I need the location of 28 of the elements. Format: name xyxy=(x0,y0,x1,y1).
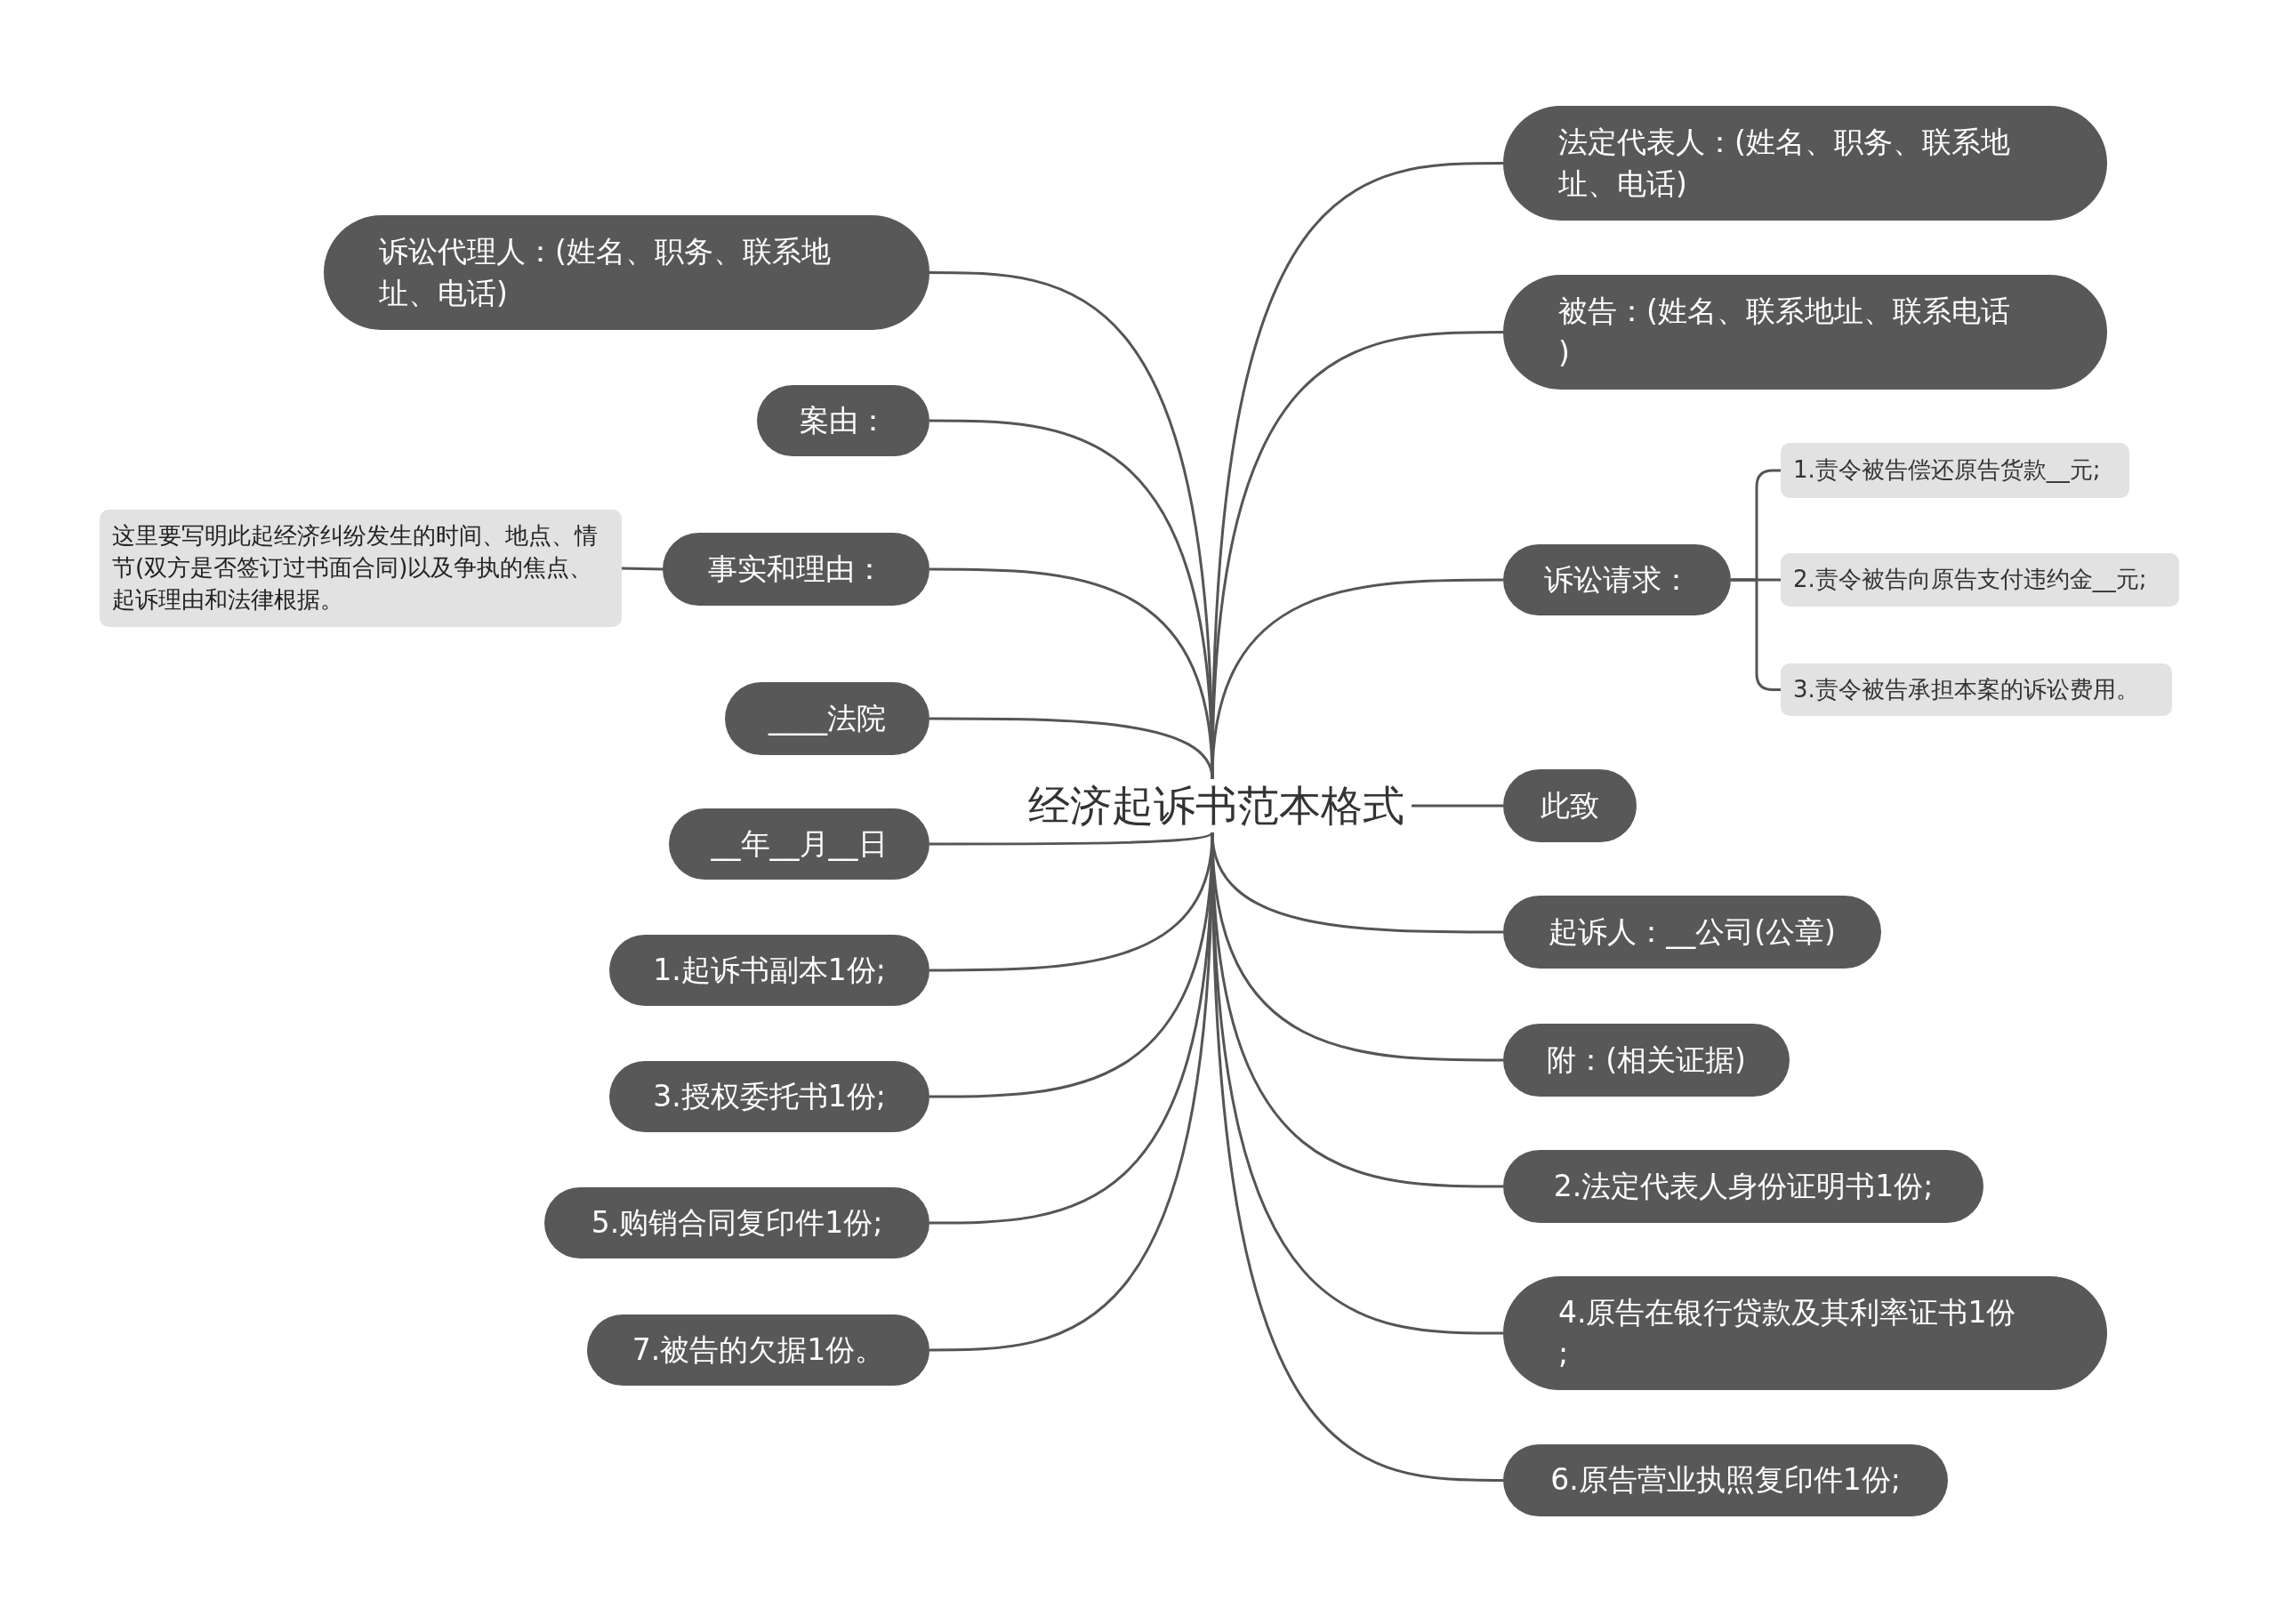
branch-topic: 4.原告在银行贷款及其利率证书1份; xyxy=(1503,1276,2107,1390)
central-topic: 经济起诉书范本格式 xyxy=(1020,779,1412,832)
branch-topic: 5.购销合同复印件1份; xyxy=(544,1187,929,1258)
branch-topic: 法定代表人：(姓名、职务、联系地址、电话) xyxy=(1503,106,2107,221)
connector-line xyxy=(929,831,1213,846)
connector-line xyxy=(1412,804,1503,808)
branch-topic: __年__月__日 xyxy=(669,808,929,880)
branch-topic: 诉讼代理人：(姓名、职务、联系地址、电话) xyxy=(324,215,929,330)
branch-topic: 7.被告的欠据1份。 xyxy=(587,1314,929,1386)
branch-topic: 被告：(姓名、联系地址、联系电话) xyxy=(1503,275,2107,390)
subtopic-note: 2.责令被告向原告支付违约金__元; xyxy=(1781,553,2179,607)
branch-topic: 起诉人：__公司(公章) xyxy=(1503,896,1881,969)
branch-topic: ____法院 xyxy=(725,682,929,755)
branch-topic: 1.起诉书副本1份; xyxy=(609,935,929,1006)
branch-topic: 此致 xyxy=(1503,769,1637,842)
branch-topic: 附：(相关证据) xyxy=(1503,1024,1790,1097)
connector-line xyxy=(1211,578,1503,780)
subtopic-note: 3.责令被告承担本案的诉讼费用。 xyxy=(1781,663,2172,716)
connector-line xyxy=(929,717,1214,780)
subtopic-note: 1.责令被告偿还原告货款__元; xyxy=(1781,443,2129,498)
connector-line xyxy=(621,567,664,571)
branch-topic: 案由： xyxy=(757,385,929,456)
branch-topic: 2.法定代表人身份证明书1份; xyxy=(1503,1150,1983,1223)
note-card: 这里要写明此起经济纠纷发生的时间、地点、情节(双方是否签订过书面合同)以及争执的焦点、起诉理由和法律根据。 xyxy=(100,510,622,627)
branch-topic: 事实和理由： xyxy=(663,533,929,606)
branch-topic: 6.原告营业执照复印件1份; xyxy=(1503,1444,1948,1516)
branch-topic: 诉讼请求： xyxy=(1503,544,1731,615)
branch-topic: 3.授权委托书1份; xyxy=(609,1061,929,1132)
